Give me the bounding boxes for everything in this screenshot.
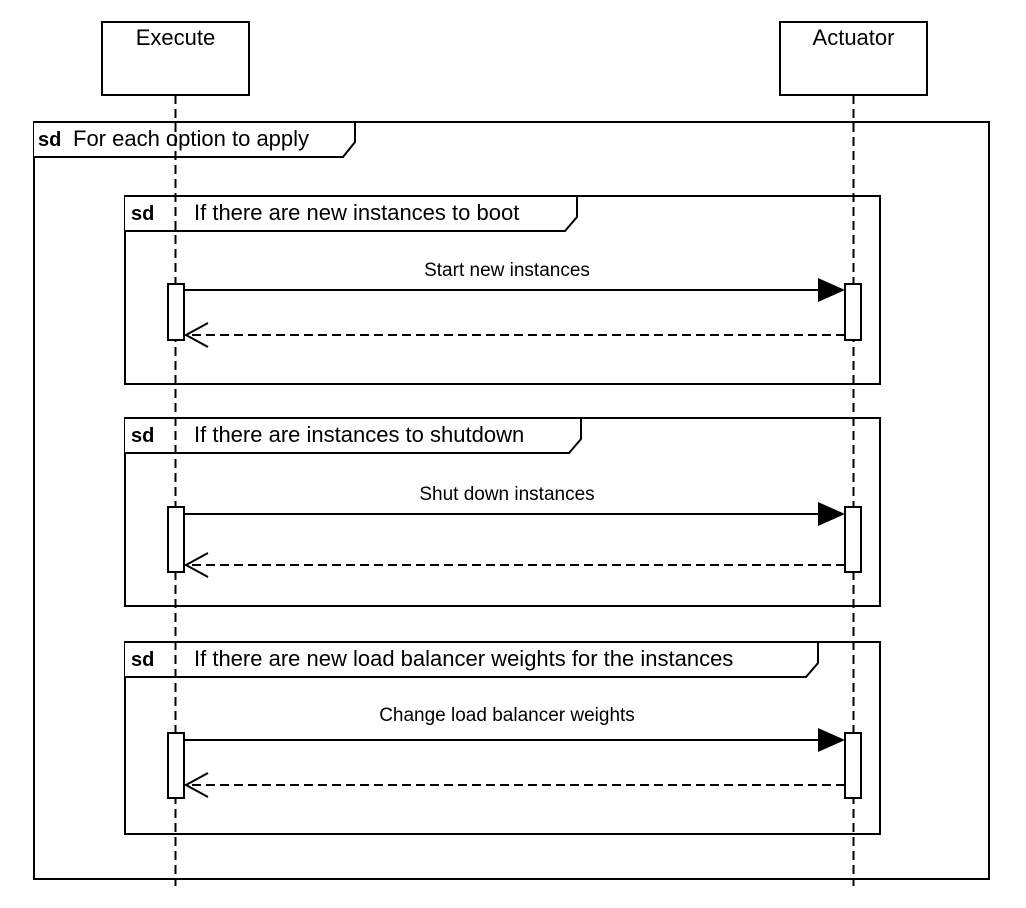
- fragment-tab: [125, 417, 582, 454]
- fragment-load-balancer: sd If there are new load balancer weight…: [124, 641, 881, 835]
- activation-bar-actuator: [844, 506, 862, 573]
- outer-frame-title: For each option to apply: [73, 126, 309, 151]
- fragment-title: If there are new instances to boot: [194, 200, 519, 225]
- message-group: Shut down instances: [167, 484, 862, 578]
- outer-frame-border: [33, 121, 990, 880]
- message-group: Change load balancer weights: [167, 705, 862, 799]
- message-label: Start new instances: [424, 260, 590, 281]
- message-group: Start new instances: [167, 260, 862, 348]
- lifeline-execute-label: Execute: [136, 25, 216, 50]
- outer-frame: sd For each option to apply: [33, 121, 990, 880]
- fragment-keyword: sd: [131, 425, 154, 447]
- fragment-title: If there are new load balancer weights f…: [194, 646, 733, 671]
- filled-arrowhead-icon: [818, 278, 845, 302]
- outer-frame-keyword: sd: [38, 129, 61, 151]
- fragment-shutdown: sd If there are instances to shutdown: [124, 417, 881, 607]
- lifeline-execute-box: [101, 21, 250, 96]
- filled-arrowhead-icon: [818, 728, 845, 752]
- message-label: Shut down instances: [419, 484, 594, 505]
- message-label: Change load balancer weights: [379, 705, 635, 726]
- fragment-tab: [125, 195, 578, 232]
- fragment-keyword: sd: [131, 649, 154, 671]
- fragment-keyword: sd: [131, 203, 154, 225]
- lifeline-execute: Execute: [101, 21, 250, 96]
- lifeline-actuator-label: Actuator: [813, 25, 895, 50]
- lifeline-actuator: Actuator: [779, 21, 928, 96]
- outer-frame-tab: [34, 121, 356, 158]
- activation-bar-actuator: [844, 732, 862, 799]
- activation-bar-actuator: [844, 283, 862, 341]
- open-arrowhead-icon: [183, 772, 209, 798]
- open-arrowhead-icon: [183, 322, 209, 348]
- activation-bar-execute: [167, 506, 185, 573]
- activation-bar-execute: [167, 283, 185, 341]
- filled-arrowhead-icon: [818, 502, 845, 526]
- fragment-new-instances: sd If there are new instances to boot: [124, 195, 881, 385]
- lifeline-actuator-box: [779, 21, 928, 96]
- fragment-title: If there are instances to shutdown: [194, 422, 524, 447]
- activation-bar-execute: [167, 732, 185, 799]
- fragment-tab: [125, 641, 819, 678]
- open-arrowhead-icon: [183, 552, 209, 578]
